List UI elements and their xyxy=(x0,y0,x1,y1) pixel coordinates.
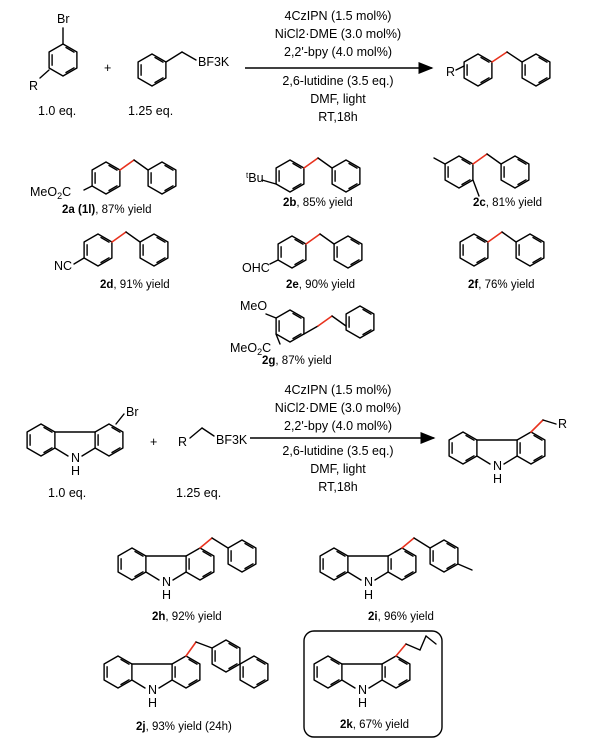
product-r-label: R xyxy=(446,65,455,79)
cond2-line2: NiCl2·DME (3.0 mol%) xyxy=(275,401,401,415)
aryl-bromide-reactant: Br R 1.0 eq. xyxy=(29,12,78,118)
h-label: H xyxy=(148,696,157,710)
reaction1-conditions: 4CzIPN (1.5 mol%) NiCl2·DME (3.0 mol%) 2… xyxy=(245,9,434,124)
br-label: Br xyxy=(126,405,139,419)
substituent-meo: MeO xyxy=(240,299,267,313)
cond1-line6: RT,18h xyxy=(318,110,357,124)
cond1-line5: DMF, light xyxy=(310,92,366,106)
product-label: 2i, 96% yield xyxy=(368,611,434,623)
product-label: 2f, 76% yield xyxy=(468,279,535,291)
nh-h-label: H xyxy=(71,464,80,478)
product-label: 2e, 90% yield xyxy=(286,279,355,291)
r-label: R xyxy=(178,435,187,449)
product-2b: tBu 2b, 85% yield xyxy=(246,157,361,209)
cond1-line1: 4CzIPN (1.5 mol%) xyxy=(285,9,392,23)
cond2-line1: 4CzIPN (1.5 mol%) xyxy=(285,383,392,397)
product-2k: N H 2k, 67% yield xyxy=(303,630,443,738)
substituent-ohc: OHC xyxy=(242,261,270,275)
reactant-b-equiv: 1.25 eq. xyxy=(128,104,173,118)
n-label: N xyxy=(162,575,171,589)
n-label: N xyxy=(364,575,373,589)
product-2f: 2f, 76% yield xyxy=(459,231,545,291)
product-h-label: H xyxy=(493,472,502,486)
product-2g: MeO MeO2C 2g, 87% yield xyxy=(230,299,375,367)
reaction2-conditions: 4CzIPN (1.5 mol%) NiCl2·DME (3.0 mol%) 2… xyxy=(250,383,436,494)
cond2-line6: RT,18h xyxy=(318,480,357,494)
product-2c: 2c, 81% yield xyxy=(433,153,542,209)
substituent-tbu: tBu xyxy=(246,171,264,185)
product-label: 2b, 85% yield xyxy=(283,197,353,209)
h-label: H xyxy=(364,588,373,602)
reactant-b-equiv: 1.25 eq. xyxy=(176,486,221,500)
benzyl-bf3k-reactant: BF3K 1.25 eq. xyxy=(128,51,230,118)
product-r-label: R xyxy=(558,417,567,431)
product-label: 2j, 93% yield (24h) xyxy=(136,721,232,733)
product-label: 2g, 87% yield xyxy=(262,355,332,367)
substituent-nc: NC xyxy=(54,259,72,273)
reactant-a-equiv: 1.0 eq. xyxy=(38,104,76,118)
h-label: H xyxy=(162,588,171,602)
r-label: R xyxy=(29,79,38,93)
product-label: 2d, 91% yield xyxy=(100,279,170,291)
cond2-line3: 2,2'-bpy (4.0 mol%) xyxy=(284,419,392,433)
n-label: N xyxy=(358,683,367,697)
product-label: 2h, 92% yield xyxy=(152,611,222,623)
h-label: H xyxy=(358,696,367,710)
highlight-box xyxy=(303,630,443,738)
cond2-line5: DMF, light xyxy=(310,462,366,476)
product-2h: N H 2h, 92% yield xyxy=(118,537,257,623)
reaction1: Br R 1.0 eq. + BF3K 1.25 eq. 4CzIPN (1.5… xyxy=(29,9,551,124)
reaction2-product: R N H xyxy=(449,417,567,486)
product-2i: N H 2i, 96% yield xyxy=(320,537,473,623)
cond1-line4: 2,6-lutidine (3.5 eq.) xyxy=(282,74,393,88)
bromocarbazole-reactant: Br N H 1.0 eq. xyxy=(27,405,139,500)
cond1-line2: NiCl2·DME (3.0 mol%) xyxy=(275,27,401,41)
n-label: N xyxy=(148,683,157,697)
product-2j: N H 2j, 93% yield (24h) xyxy=(104,639,269,733)
product-label: 2c, 81% yield xyxy=(473,197,542,209)
reaction1-product: R xyxy=(446,51,551,87)
reactant-a-equiv: 1.0 eq. xyxy=(48,486,86,500)
br-label: Br xyxy=(57,12,70,26)
product-n-label: N xyxy=(493,459,502,473)
bf3k-label: BF3K xyxy=(198,55,230,69)
reaction2: Br N H 1.0 eq. + R BF3K 1.25 eq. 4CzIPN … xyxy=(27,383,567,500)
product-label: 2k, 67% yield xyxy=(340,719,409,731)
cond2-line4: 2,6-lutidine (3.5 eq.) xyxy=(282,444,393,458)
product-2a: MeO2C 2a (1l), 87% yield xyxy=(30,159,177,216)
substituent-meo2c: MeO2C xyxy=(30,185,71,201)
plus-sign: + xyxy=(104,61,111,75)
cond1-line3: 2,2'-bpy (4.0 mol%) xyxy=(284,45,392,59)
product-2d: NC 2d, 91% yield xyxy=(54,231,170,291)
bf3k-label: BF3K xyxy=(216,433,248,447)
nh-n-label: N xyxy=(71,451,80,465)
alkyl-bf3k-reactant: R BF3K 1.25 eq. xyxy=(176,427,248,500)
product-2e: OHC 2e, 90% yield xyxy=(242,233,363,291)
plus-sign: + xyxy=(150,435,157,449)
product-label: 2a (1l), 87% yield xyxy=(62,204,152,216)
